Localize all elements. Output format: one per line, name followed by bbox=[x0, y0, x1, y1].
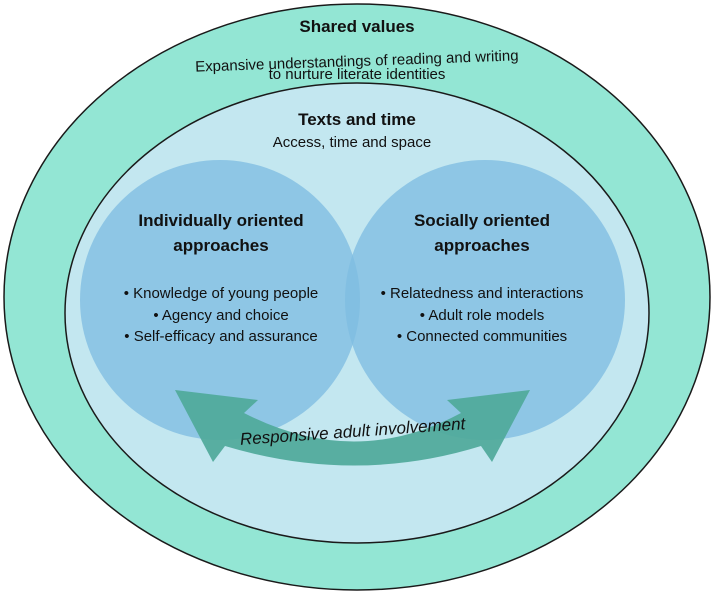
double-headed-arrow-icon bbox=[175, 390, 530, 466]
texts-and-time-title: Texts and time bbox=[298, 110, 416, 129]
right-circle-item: • Connected communities bbox=[397, 328, 567, 345]
right-circle-socially-oriented bbox=[345, 160, 625, 440]
shared-values-subtitle-line2: to nurture literate identities bbox=[269, 66, 446, 83]
left-circle-item: • Agency and choice bbox=[153, 307, 288, 324]
right-circle-title-line2: approaches bbox=[434, 236, 529, 255]
left-circle-title-line2: approaches bbox=[173, 236, 268, 255]
left-circle-individually-oriented bbox=[80, 160, 360, 440]
left-circle-title-line1: Individually oriented bbox=[138, 211, 303, 230]
left-circle-item: • Self-efficacy and assurance bbox=[124, 328, 317, 345]
shared-values-title: Shared values bbox=[299, 17, 414, 36]
right-circle-item: • Adult role models bbox=[420, 307, 544, 324]
texts-and-time-subtitle: Access, time and space bbox=[273, 134, 431, 151]
left-circle-item: • Knowledge of young people bbox=[124, 285, 319, 302]
right-circle-item: • Relatedness and interactions bbox=[381, 285, 584, 302]
right-circle-title-line1: Socially oriented bbox=[414, 211, 550, 230]
